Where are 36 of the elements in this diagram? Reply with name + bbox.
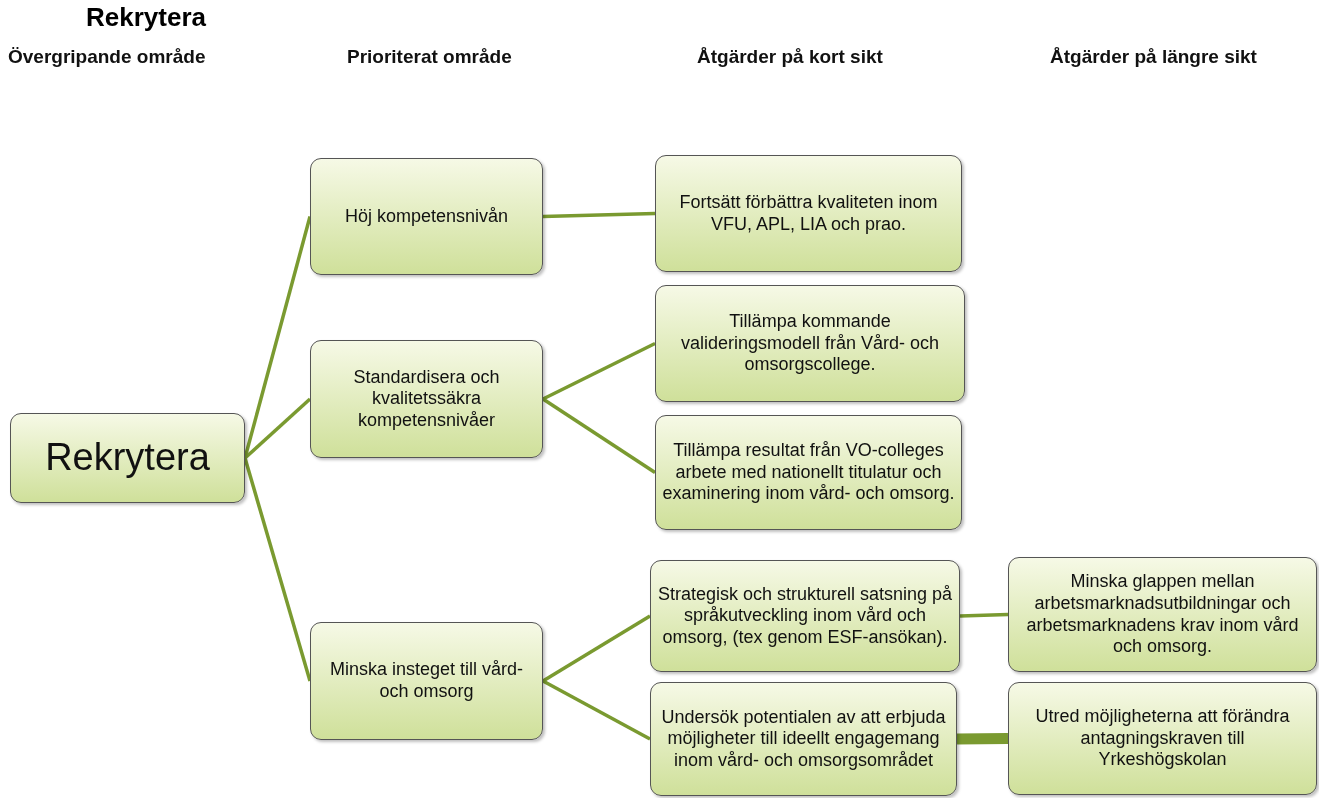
box-text: Utred möjligheterna att förändra antagningskraven till Yrkeshögskolan	[1034, 706, 1291, 771]
column-header: Övergripande område	[8, 46, 206, 68]
action-box	[1008, 557, 1317, 672]
box-text: Strategisk och strukturell satsning på språkutveckling inom vård och omsorg, (tex genom ESF-ansökan).	[657, 583, 953, 649]
column-header: Prioriterat område	[347, 46, 512, 68]
action-box	[655, 415, 962, 530]
action-box	[1008, 682, 1317, 795]
box-text: Höj kompetensnivån	[344, 205, 509, 228]
priority-box	[310, 622, 543, 740]
box-text: Fortsätt förbättra kvaliteten inom VFU, APL, LIA och prao.	[678, 191, 939, 236]
priority-box	[310, 340, 543, 458]
box-text: Tillämpa resultat från VO-colleges arbete med nationellt titulatur och examinering inom vård- och omsorg.	[662, 440, 955, 505]
action-box	[650, 682, 957, 796]
box-text: Standardisera och kvalitetssäkra kompetensnivåer	[352, 366, 501, 432]
connector-line	[243, 397, 312, 460]
connector-line	[959, 612, 1009, 618]
connector-line	[542, 211, 656, 219]
action-box	[655, 155, 962, 272]
connector-line	[956, 733, 1009, 745]
connector-line	[542, 679, 651, 741]
connector-line	[243, 457, 312, 682]
title: Rekrytera	[86, 2, 206, 33]
connector-line	[542, 614, 651, 683]
box-text: Tillämpa kommande valideringsmodell från Vård- och omsorgscollege.	[679, 311, 941, 376]
box-text: Undersök potentialen av att erbjuda möjligheter till ideellt engagemang inom vård- och omsorgsområdet	[660, 706, 947, 772]
box-text: Minska glappen mellan arbetsmarknadsutbildningar och arbetsmarknadens krav inom vård och omsorg.	[1025, 571, 1300, 658]
priority-box	[310, 158, 543, 275]
column-header: Åtgärder på kort sikt	[697, 46, 883, 68]
connector-line	[542, 397, 656, 474]
area-box	[10, 413, 245, 503]
box-text: Rekrytera	[45, 435, 210, 481]
column-header: Åtgärder på längre sikt	[1050, 46, 1257, 68]
action-box	[650, 560, 960, 672]
box-text: Minska insteget till vård- och omsorg	[328, 659, 525, 703]
connector-line	[542, 341, 656, 401]
action-box	[655, 285, 965, 402]
